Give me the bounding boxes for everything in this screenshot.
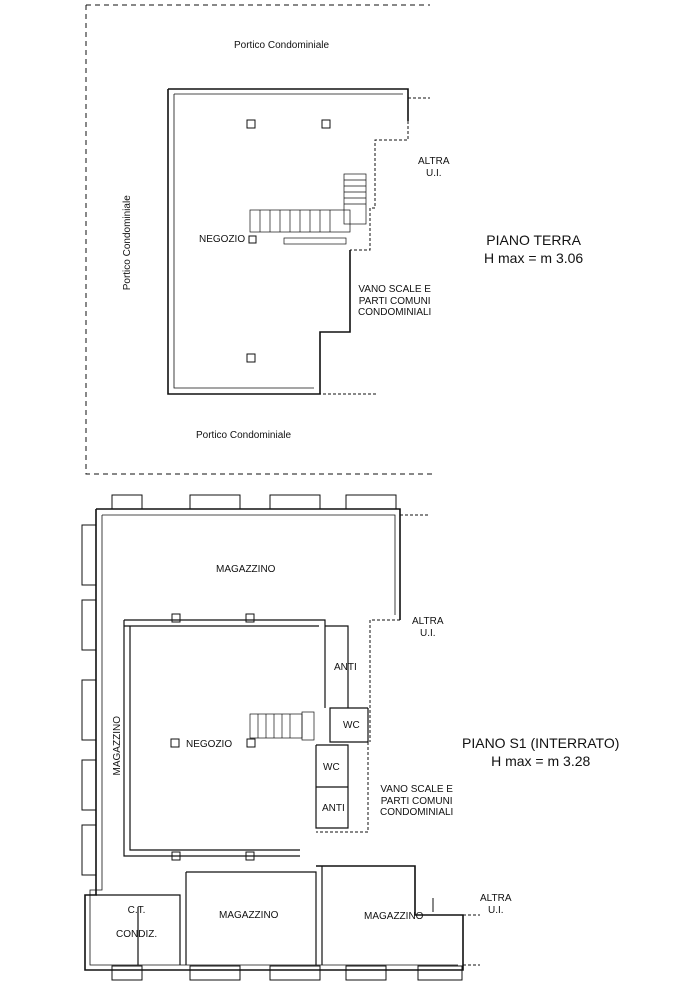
wc-anti-lower: [315, 744, 349, 829]
altra-ui-s1-right-label: ALTRA U.I.: [412, 616, 444, 639]
vano-scale-line-1: VANO SCALE E: [358, 284, 431, 295]
vano-scale-s1-line-1: VANO SCALE E: [380, 784, 453, 795]
s1-shop-wall: [123, 619, 326, 857]
negozio-s1-label: NEGOZIO: [186, 739, 233, 750]
anti-2-label: ANTI: [322, 803, 345, 814]
piano-s1-plan: [81, 494, 480, 981]
bottom-rooms: [96, 866, 323, 965]
s1-outer-wall-inner: [89, 514, 458, 966]
altra-ui-s1-right-line-1: ALTRA: [412, 616, 444, 627]
magazzino-bottom-center-label: MAGAZZINO: [219, 910, 279, 921]
column: [321, 119, 331, 129]
altra-ui-line-2: U.I.: [425, 167, 442, 179]
stair-terra: [249, 173, 367, 245]
vano-scale-s1-line-2: PARTI COMUNI: [380, 795, 453, 807]
stair-s1: [249, 711, 315, 741]
ct-line-1: C.T.: [127, 905, 146, 916]
column: [246, 119, 256, 129]
portico-left-label: Portico Condominiale: [121, 195, 133, 291]
ct-line-2: CONDIZ.: [116, 928, 158, 940]
s1-outer-wall: [84, 508, 464, 971]
negozio-terra-label: NEGOZIO: [199, 234, 246, 245]
piano-terra-title-text: PIANO TERRA: [486, 232, 581, 248]
magazzino-right-boundary: [463, 914, 480, 966]
piano-terra-title: PIANO TERRA H max = m 3.06: [484, 232, 583, 267]
altra-ui-line-1: ALTRA: [418, 156, 450, 167]
wc-2-label: WC: [323, 762, 340, 773]
s1-altra-ui-boundary: [316, 514, 430, 833]
column: [246, 353, 256, 363]
altra-ui-s1-bottom-line-2: U.I.: [487, 904, 504, 916]
magazzino-left-label: MAGAZZINO: [111, 716, 123, 776]
piano-s1-title: PIANO S1 (INTERRATO) H max = m 3.28: [462, 735, 619, 770]
shop-inner-wall: [173, 93, 403, 389]
vano-scale-line-3: CONDOMINIALI: [358, 307, 432, 318]
piano-s1-title-text: PIANO S1 (INTERRATO): [462, 735, 620, 751]
wc-1-label: WC: [343, 720, 360, 731]
altra-ui-terra-label: ALTRA U.I.: [418, 156, 450, 179]
piano-terra-height: H max = m 3.06: [484, 249, 584, 266]
portico-boundary: [85, 5, 434, 475]
piano-terra-plan: [85, 4, 434, 475]
vano-scale-line-2: PARTI COMUNI: [358, 295, 431, 307]
magazzino-bottom-right-label: MAGAZZINO: [364, 911, 424, 922]
altra-ui-s1-bottom-label: ALTRA U.I.: [480, 893, 512, 916]
column: [248, 235, 257, 244]
altra-ui-boundary: [350, 97, 430, 251]
vano-scale-s1-label: VANO SCALE E PARTI COMUNI CONDOMINIALI: [380, 784, 453, 819]
piano-s1-height: H max = m 3.28: [491, 752, 591, 769]
portico-bottom-label: Portico Condominiale: [196, 430, 292, 441]
altra-ui-s1-bottom-line-1: ALTRA: [480, 893, 512, 904]
ct-condiz-label: C.T. CONDIZ.: [116, 905, 157, 940]
anti-1-label: ANTI: [334, 662, 357, 673]
magazzino-top-label: MAGAZZINO: [216, 564, 276, 575]
column: [246, 738, 256, 748]
vano-scale-s1-line-3: CONDOMINIALI: [380, 807, 454, 818]
vano-scale-terra-label: VANO SCALE E PARTI COMUNI CONDOMINIALI: [358, 284, 431, 319]
vano-scale-boundary: [319, 250, 378, 395]
altra-ui-s1-right-line-2: U.I.: [419, 627, 436, 639]
portico-top-label: Portico Condominiale: [234, 40, 330, 51]
column: [170, 738, 180, 748]
